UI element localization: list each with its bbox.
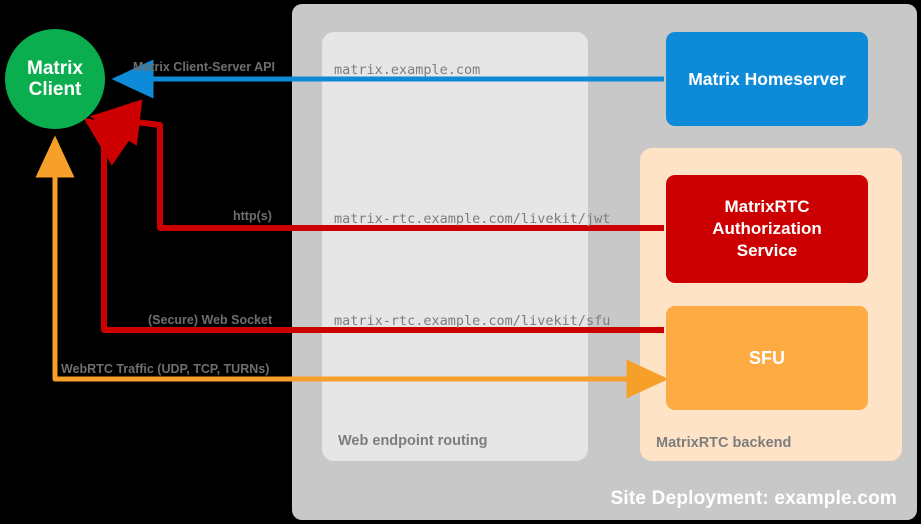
node-matrix-homeserver[interactable]: Matrix Homeserver — [666, 32, 868, 126]
node-auth-line1: MatrixRTC — [724, 197, 810, 217]
endpoint-url-livekit-sfu: matrix-rtc.example.com/livekit/sfu — [334, 313, 611, 329]
node-matrixrtc-authorization-service[interactable]: MatrixRTC Authorization Service — [666, 175, 868, 283]
web-endpoint-routing-label: Web endpoint routing — [338, 433, 488, 449]
node-matrix-homeserver-label: Matrix Homeserver — [688, 68, 846, 89]
node-matrix-client-line1: Matrix — [27, 57, 83, 79]
connector-label-web-socket: (Secure) Web Socket — [148, 313, 273, 327]
site-deployment-label: Site Deployment: example.com — [610, 488, 897, 509]
web-endpoint-routing-container: Web endpoint routing — [322, 32, 588, 461]
connector-label-webrtc-traffic: WebRTC Traffic (UDP, TCP, TURNs) — [61, 362, 270, 376]
node-sfu-label: SFU — [749, 347, 785, 368]
endpoint-url-matrix: matrix.example.com — [334, 62, 481, 78]
node-auth-line2: Authorization — [712, 219, 822, 239]
connector-label-https: http(s) — [233, 209, 272, 223]
node-matrix-client[interactable]: Matrix Client — [5, 29, 105, 129]
node-matrix-client-line2: Client — [28, 79, 82, 100]
node-auth-line3: Service — [736, 240, 798, 260]
endpoint-url-livekit-jwt: matrix-rtc.example.com/livekit/jwt — [334, 211, 611, 227]
node-sfu[interactable]: SFU — [666, 306, 868, 410]
matrixrtc-backend-label: MatrixRTC backend — [656, 435, 792, 451]
connector-label-matrix-client-server-api: Matrix Client-Server API — [133, 60, 275, 74]
